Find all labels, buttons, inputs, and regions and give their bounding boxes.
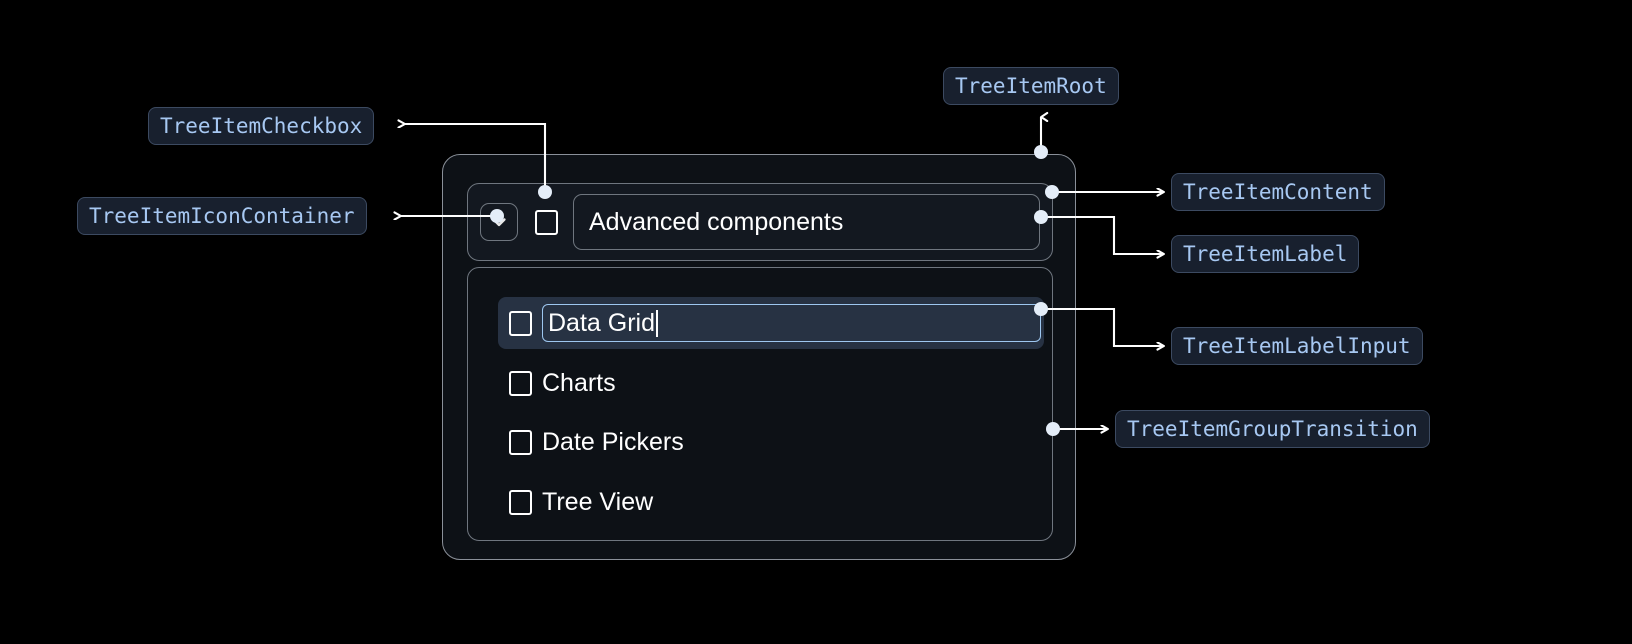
annotation-chip-tree-item-label: TreeItemLabel [1171, 235, 1360, 273]
chevron-down-icon [492, 218, 506, 227]
annotation-chip-tree-item-icon-container: TreeItemIconContainer [77, 197, 367, 235]
tree-item-group-transition: Data Grid Charts Date Pickers [467, 267, 1053, 541]
checkbox-box-icon [508, 429, 532, 455]
tree-item-label-text: Tree View [542, 487, 654, 516]
checkbox-box-icon [508, 489, 532, 515]
tree-item-label-text: Charts [542, 368, 616, 397]
text-caret [655, 309, 658, 337]
annotation-chip-tree-item-content: TreeItemContent [1171, 173, 1385, 211]
tree-child-row-tree-view[interactable]: Tree View [498, 476, 1044, 528]
tree-child-row-data-grid[interactable]: Data Grid [498, 297, 1044, 349]
tree-item-checkbox[interactable] [498, 370, 542, 396]
tree-item-checkbox[interactable] [498, 489, 542, 515]
annotation-label: TreeItemCheckbox [160, 114, 363, 138]
annotation-label: TreeItemContent [1183, 180, 1373, 204]
tree-item-label-text: Date Pickers [542, 427, 684, 456]
annotation-label: TreeItemLabel [1183, 242, 1348, 266]
annotation-chip-tree-item-group-transition: TreeItemGroupTransition [1115, 410, 1430, 448]
checkbox-box-icon [508, 370, 532, 396]
tree-item-content[interactable]: Advanced components [467, 183, 1053, 261]
tree-child-row-charts[interactable]: Charts [498, 357, 1044, 409]
tree-item-label[interactable]: Advanced components [573, 194, 1040, 250]
checkbox-box-icon [534, 209, 558, 235]
tree-item-checkbox[interactable] [529, 203, 563, 241]
tree-item-checkbox[interactable] [498, 310, 542, 336]
tree-item-label-text: Advanced components [589, 207, 844, 236]
annotation-label: TreeItemRoot [955, 74, 1107, 98]
annotation-chip-tree-item-checkbox: TreeItemCheckbox [148, 107, 375, 145]
tree-child-row-date-pickers[interactable]: Date Pickers [498, 416, 1044, 468]
tree-item-label-input-value: Data Grid [548, 308, 655, 337]
annotation-chip-tree-item-root: TreeItemRoot [943, 67, 1119, 105]
tree-item-label-input[interactable]: Data Grid [542, 304, 1041, 342]
annotation-label: TreeItemLabelInput [1183, 334, 1411, 358]
tree-item-checkbox[interactable] [498, 429, 542, 455]
checkbox-box-icon [508, 310, 532, 336]
annotation-label: TreeItemGroupTransition [1127, 417, 1418, 441]
annotation-label: TreeItemIconContainer [89, 204, 355, 228]
tree-item-icon-container[interactable] [480, 203, 518, 241]
tree-item-root[interactable]: Advanced components Data Grid Charts [442, 154, 1076, 560]
annotation-chip-tree-item-label-input: TreeItemLabelInput [1171, 327, 1423, 365]
